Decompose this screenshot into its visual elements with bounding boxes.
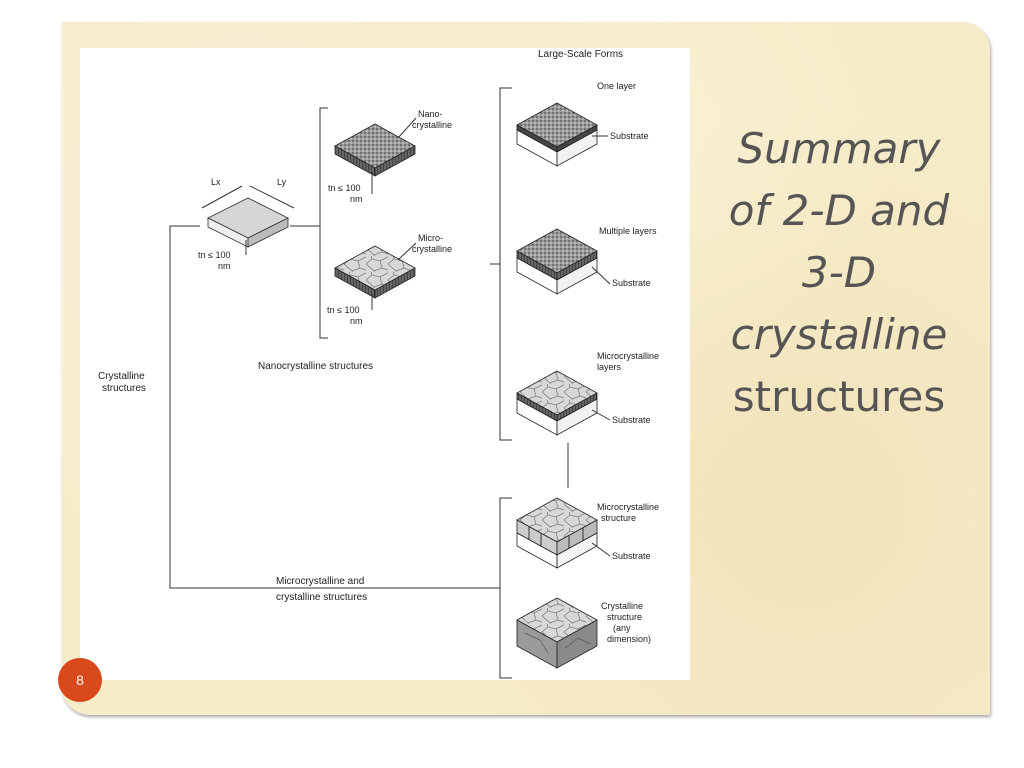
large-form5-label-line4: dimension): [607, 634, 651, 644]
slide-number-badge: 8: [58, 658, 102, 702]
large-scale-forms-header: Large-Scale Forms: [538, 49, 623, 60]
crystalline-structures-diagram: Large-Scale Forms Crystalline structures…: [80, 48, 690, 680]
base-tn-label: tn ≤ 100: [198, 250, 230, 260]
root-label-line1: Crystalline: [98, 371, 145, 382]
nano-item2-label-line2: crystalline: [412, 244, 452, 254]
nano-group-label: Nanocrystalline structures: [258, 361, 373, 372]
large-form2-substrate: Substrate: [612, 278, 651, 288]
root-upper-connector: [169, 225, 200, 380]
nano-bracket: [319, 107, 328, 339]
title-line5: structures: [732, 372, 946, 421]
multiple-layers-block: [516, 228, 611, 295]
large-form3-substrate: Substrate: [612, 415, 651, 425]
large-form4-substrate: Substrate: [612, 551, 651, 561]
microcrystalline-block: [334, 242, 417, 310]
nano-item1-unit: nm: [350, 194, 363, 204]
large-form2-label: Multiple layers: [599, 226, 657, 236]
title-line1: Summary: [737, 124, 941, 173]
large-form5-label-line2: structure: [607, 612, 642, 622]
microcrystalline-structure-block: [516, 497, 611, 569]
large-forms-bracket: [499, 87, 512, 441]
base-film-block: [201, 185, 295, 255]
nano-item2-tn: tn ≤ 100: [327, 305, 359, 315]
large-form3-label-line2: layers: [597, 362, 622, 372]
microcrystalline-layers-block: [516, 370, 611, 436]
micro-group-label-line1: Microcrystalline and: [276, 576, 364, 587]
base-unit-label: nm: [218, 261, 231, 271]
micro-forms-bracket: [499, 497, 512, 679]
large-form1-substrate: Substrate: [610, 131, 649, 141]
large-form5-label-line3: (any: [613, 623, 631, 633]
slide-title: Summary of 2-D and 3-D crystalline struc…: [700, 118, 978, 428]
one-layer-block: [516, 102, 608, 167]
nano-item1-tn: tn ≤ 100: [328, 183, 360, 193]
micro-group-label-line2: crystalline structures: [276, 592, 367, 603]
nano-item2-label-line1: Micro-: [418, 233, 443, 243]
nano-item1-label-line2: crystalline: [412, 120, 452, 130]
large-form4-label-line1: Microcrystalline: [597, 502, 659, 512]
lx-label: Lx: [211, 177, 221, 187]
large-form4-label-line2: structure: [601, 513, 636, 523]
title-line4: crystalline: [730, 310, 948, 359]
ly-label: Ly: [277, 177, 287, 187]
title-line2: of 2-D and: [728, 186, 950, 235]
nano-item2-unit: nm: [350, 316, 363, 326]
title-line3: 3-D: [801, 248, 877, 297]
crystalline-structure-block: [516, 597, 598, 669]
nano-item1-label-line1: Nano-: [418, 109, 443, 119]
root-label-line2: structures: [102, 383, 146, 394]
root-lower-connector: [169, 380, 500, 589]
nanocrystalline-block: [334, 117, 417, 194]
large-form3-label-line1: Microcrystalline: [597, 351, 659, 361]
large-form5-label-line1: Crystalline: [601, 601, 643, 611]
large-form1-label: One layer: [597, 81, 636, 91]
diagram-svg: Large-Scale Forms Crystalline structures…: [98, 49, 659, 679]
